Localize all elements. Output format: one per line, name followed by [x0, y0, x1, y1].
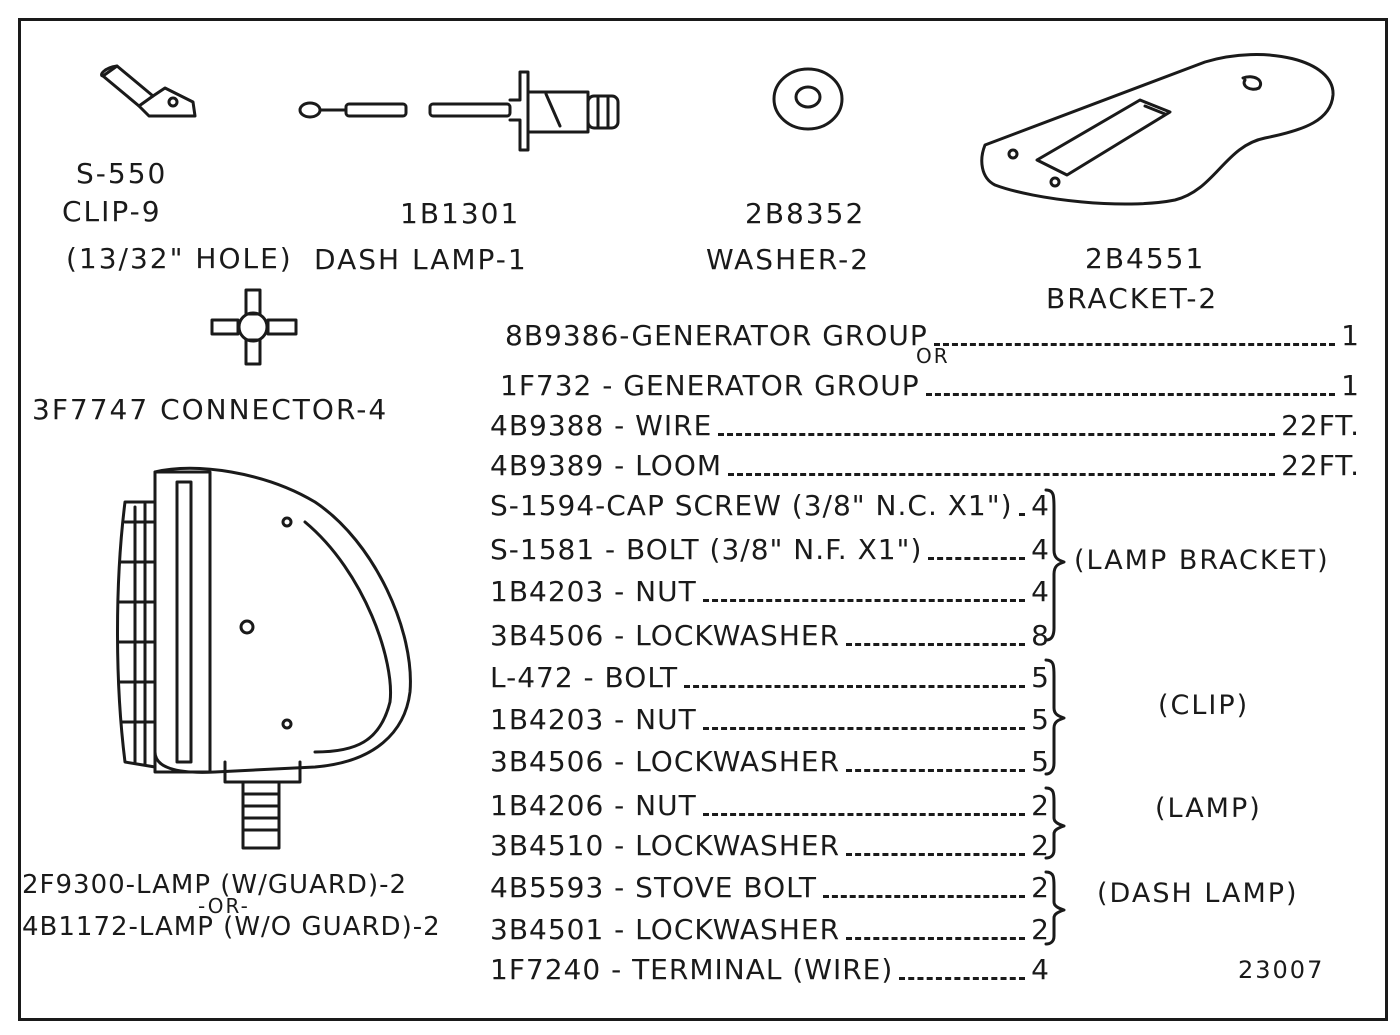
or-separator: OR	[916, 344, 950, 368]
diagram-frame	[18, 18, 1388, 1021]
part-number-washer: 2B8352	[745, 197, 866, 230]
list-item: S-1594-CAP SCREW (3/8" N.C. X1")4	[490, 489, 1050, 522]
headlamp-illustration	[116, 466, 412, 850]
part-number-dash-lamp: 1B1301	[400, 197, 521, 230]
group-label-clip: (CLIP)	[1158, 690, 1250, 721]
lamp-label-without-guard: 4B1172-LAMP (W/O GUARD)-2	[22, 912, 441, 942]
part-name-dash-lamp: DASH LAMP-1	[314, 243, 528, 276]
part-note-clip: (13/32" HOLE)	[66, 242, 293, 275]
part-number-clip: S-550	[76, 157, 168, 190]
connector-label: 3F7747 CONNECTOR-4	[32, 393, 389, 426]
list-item: S-1581 - BOLT (3/8" N.F. X1")4	[490, 533, 1050, 566]
group-label-lamp: (LAMP)	[1155, 793, 1262, 824]
clip-illustration	[100, 64, 197, 118]
group-label-lamp-bracket: (LAMP BRACKET)	[1074, 545, 1330, 576]
group-label-dash-lamp: (DASH LAMP)	[1097, 878, 1299, 909]
lamp-label-with-guard: 2F9300-LAMP (W/GUARD)-2	[22, 870, 408, 900]
bracket-illustration	[980, 53, 1335, 206]
part-name-washer: WASHER-2	[706, 243, 871, 276]
group-braces	[1044, 488, 1066, 946]
connector-illustration	[210, 288, 298, 366]
lamp-or-label: -OR-	[198, 894, 250, 918]
washer-illustration	[772, 67, 844, 131]
figure-number: 23007	[1238, 956, 1325, 984]
part-name-clip: CLIP-9	[62, 195, 162, 228]
dash-lamp-illustration	[298, 70, 620, 152]
part-name-bracket: BRACKET-2	[1046, 282, 1219, 315]
part-number-bracket: 2B4551	[1085, 242, 1206, 275]
list-item: 1F7240 - TERMINAL (WIRE)4	[490, 953, 1050, 986]
